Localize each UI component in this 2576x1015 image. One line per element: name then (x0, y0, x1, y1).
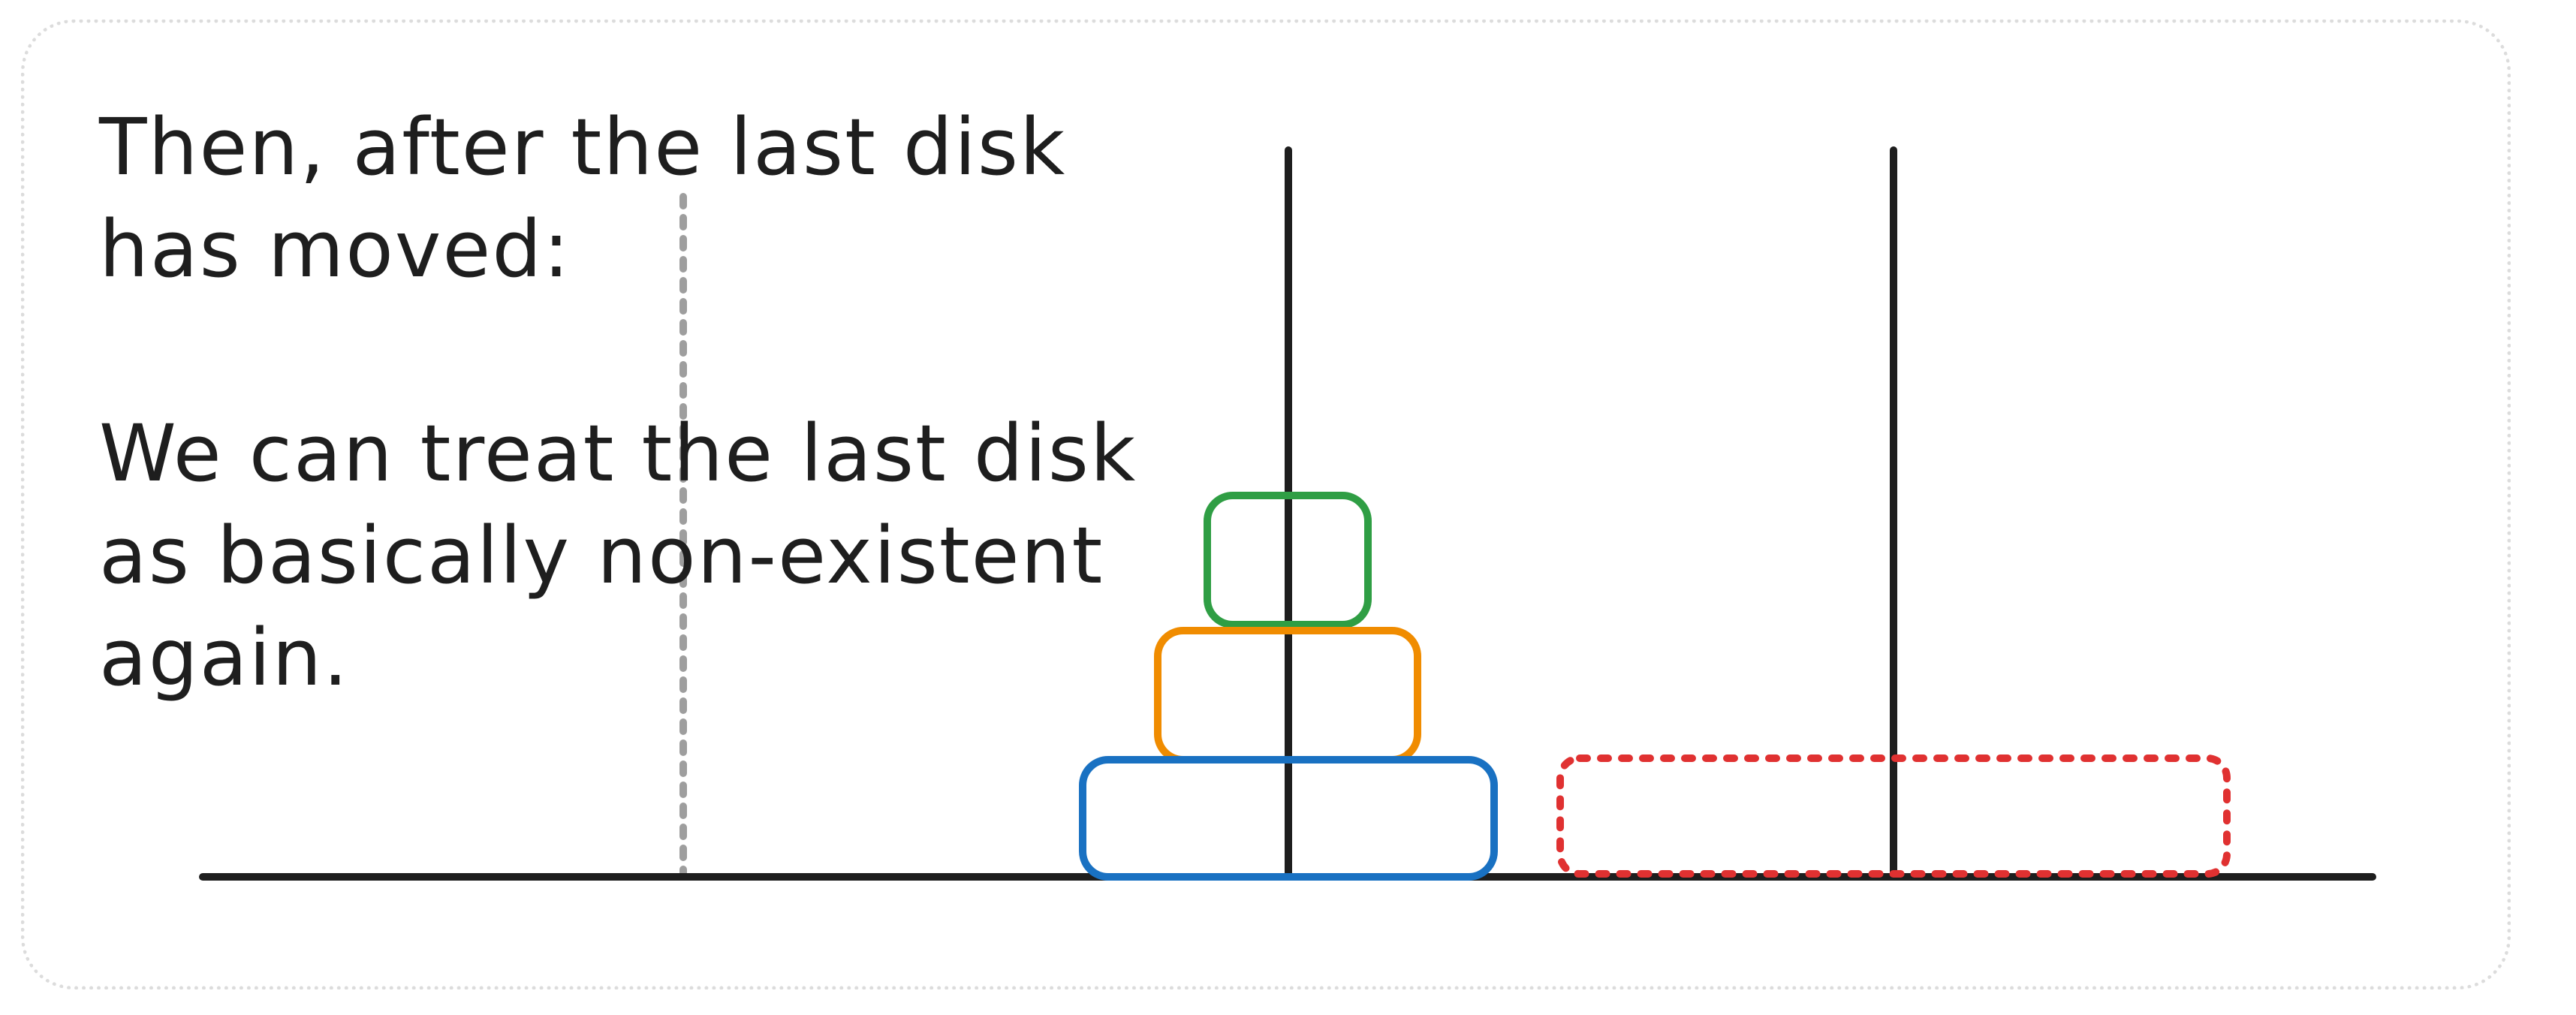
caption-spacer (99, 300, 1225, 402)
small-disk (1204, 492, 1372, 628)
ghost-last-disk (1556, 754, 2231, 878)
caption-line: has moved: (99, 203, 571, 295)
caption-line: Then, after the last disk (99, 101, 1067, 193)
large-disk (1079, 756, 1498, 881)
diagram-frame (21, 20, 2511, 989)
caption-line: again. (99, 612, 350, 703)
caption-line: We can treat the last disk (99, 408, 1137, 499)
caption-line: as basically non-existent (99, 510, 1104, 601)
caption-text: Then, after the last disk has moved: We … (99, 96, 1225, 709)
